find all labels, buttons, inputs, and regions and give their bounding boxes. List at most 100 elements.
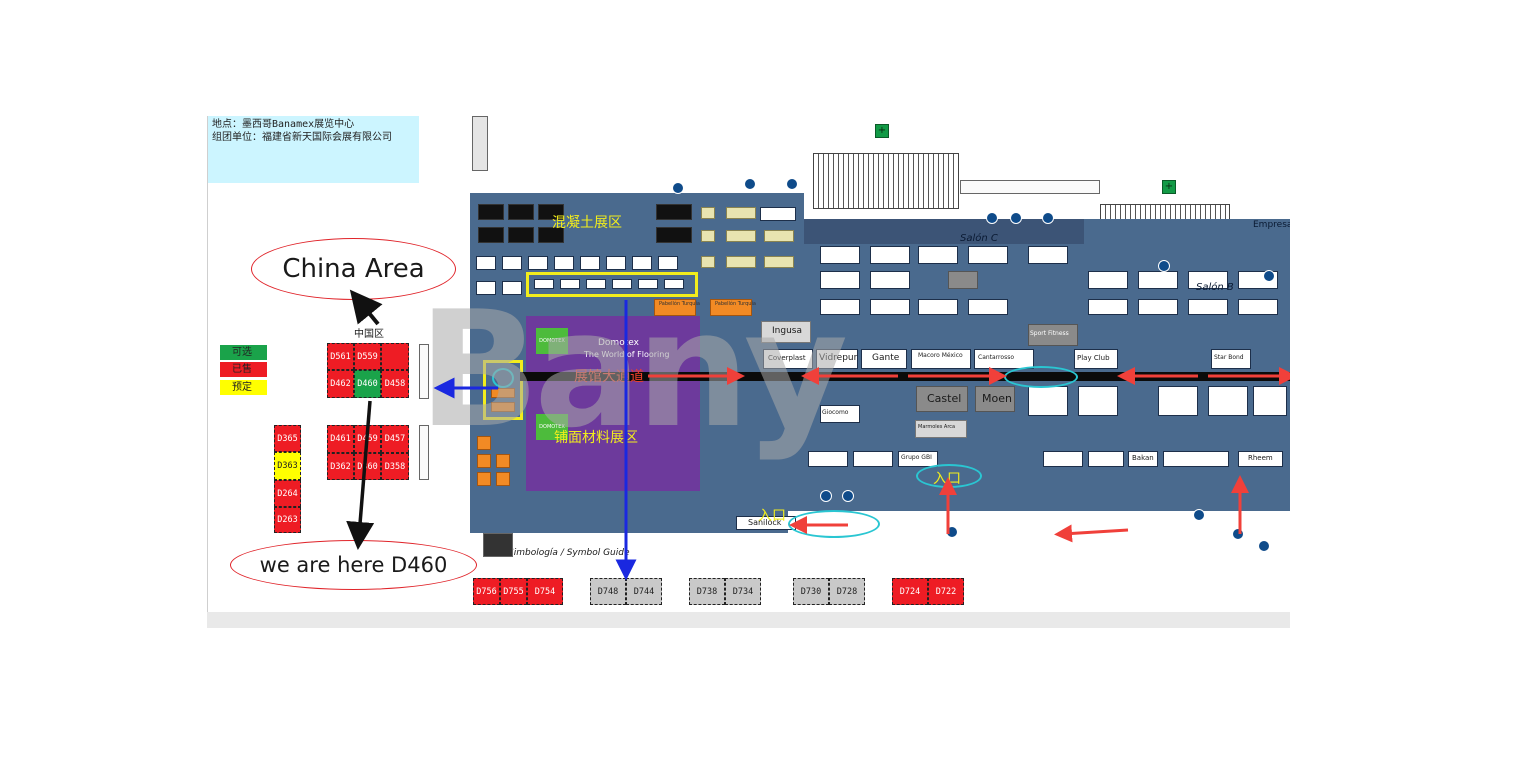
accessibility-icon [842, 490, 854, 502]
stand-black [538, 204, 564, 220]
restroom-icon [1158, 260, 1170, 272]
booth-d728[interactable]: D728 [829, 578, 865, 605]
stand-cream [701, 256, 715, 268]
booth-d738[interactable]: D738 [689, 578, 725, 605]
domotex-title: Domotex [598, 338, 639, 348]
stand-white [918, 246, 958, 264]
booth-d360[interactable]: D360 [354, 453, 381, 480]
booth-unlabeled[interactable] [381, 343, 409, 370]
booth-d754[interactable]: D754 [527, 578, 563, 605]
booth-d264[interactable]: D264 [274, 480, 301, 507]
stand-white [918, 299, 958, 315]
booth-d365[interactable]: D365 [274, 425, 301, 452]
stand-orange [477, 472, 491, 486]
stand-white [968, 299, 1008, 315]
booth-d363[interactable]: D363 [274, 452, 301, 480]
stand-white [502, 281, 522, 295]
stand-white [1028, 246, 1068, 264]
stand-orange [477, 436, 491, 450]
highlight-box-left [483, 360, 523, 420]
corridor-bar [960, 180, 1100, 194]
stand-white [820, 246, 860, 264]
stand-white [528, 256, 548, 270]
highlight-box-top [526, 272, 698, 297]
stand-cream [726, 207, 756, 219]
stand-white [1138, 271, 1178, 289]
booth-d263[interactable]: D263 [274, 507, 301, 533]
stand-white [820, 299, 860, 315]
exhibitor-bakan [1128, 451, 1158, 467]
arrows-overlay [346, 289, 1290, 581]
stand-white [870, 271, 910, 289]
side-marker-upper [419, 344, 429, 399]
exhibitor-cantaro-label: Cantarrosso [978, 354, 1014, 361]
pillar-bottom [483, 533, 513, 557]
exhibitor-castel [916, 386, 968, 412]
stand-white [1253, 386, 1287, 416]
exhibitor-grupo [898, 451, 938, 467]
watermark: Bany [418, 276, 848, 463]
stand-orange [477, 454, 491, 468]
info-icon [786, 178, 798, 190]
stand-orange [491, 388, 515, 398]
legend-reserved: 预定 [220, 380, 267, 395]
stand-white [554, 256, 574, 270]
booth-d561[interactable]: D561 [327, 343, 354, 370]
stand-white [1043, 451, 1083, 467]
booth-d722[interactable]: D722 [928, 578, 964, 605]
exhibitor-rheem-label: Rheem [1248, 454, 1273, 462]
booth-d461[interactable]: D461 [327, 425, 354, 453]
stand-white [560, 279, 580, 289]
booth-d457[interactable]: D457 [381, 425, 409, 453]
restroom-icon [744, 178, 756, 190]
stand-black [538, 227, 564, 243]
arrow-to-we-are-here [346, 400, 375, 550]
exhibitor-moen-label: Moen [982, 392, 1012, 405]
booth-d559[interactable]: D559 [354, 343, 381, 370]
booth-d755[interactable]: D755 [500, 578, 527, 605]
exhibitor-macoro-label: Macoro México [918, 352, 963, 359]
stand-cream [764, 256, 794, 268]
stand-white [760, 207, 796, 221]
salon-b-label: Salón B [1196, 282, 1234, 293]
location-text: 地点：墨西哥Banamex展览中心 [212, 119, 355, 130]
booth-d362[interactable]: D362 [327, 453, 354, 480]
exhibitor-marmoles [915, 420, 967, 438]
booth-d458[interactable]: D458 [381, 370, 409, 398]
organizer-info-box: 地点：墨西哥Banamex展览中心 组团单位：福建省新天国际会展有限公司 [208, 116, 419, 183]
exhibitor-vidrepur [816, 349, 858, 369]
stand-white [853, 451, 893, 467]
booth-d358[interactable]: D358 [381, 453, 409, 480]
stand-white [1163, 451, 1229, 467]
stand-white [870, 246, 910, 264]
booth-d744[interactable]: D744 [626, 578, 662, 605]
stand-white [1088, 271, 1128, 289]
stand-white [612, 279, 632, 289]
exhibitor-giocomo-label: Giocomo [822, 409, 849, 416]
exhibitor-coverplast-label: Coverplast [768, 354, 806, 362]
booth-d730[interactable]: D730 [793, 578, 829, 605]
exhibitor-grupo-label: Grupo GBI [901, 454, 932, 461]
booth-d462[interactable]: D462 [327, 370, 354, 398]
stand-white [1138, 299, 1178, 315]
stand-gray [948, 271, 978, 289]
exhibitor-rheem [1238, 451, 1283, 467]
stand-white [1028, 386, 1068, 416]
booth-d756[interactable]: D756 [473, 578, 500, 605]
booth-d748[interactable]: D748 [590, 578, 626, 605]
booth-d460[interactable]: D460 [354, 370, 381, 398]
pillar-top [472, 116, 488, 171]
restroom-icon [1263, 270, 1275, 282]
stand-white [586, 279, 606, 289]
booth-d734[interactable]: D734 [725, 578, 761, 605]
stand-cream [764, 230, 794, 242]
main-aisle [520, 372, 1290, 381]
exhibitor-coverplast [763, 349, 813, 369]
first-aid-icon-right: + [1162, 180, 1176, 194]
stand-white [658, 256, 678, 270]
stand-white [1078, 386, 1118, 416]
booth-d724[interactable]: D724 [892, 578, 928, 605]
pavilion-turkey-2 [710, 299, 752, 316]
stand-white [820, 271, 860, 289]
stand-white [632, 256, 652, 270]
